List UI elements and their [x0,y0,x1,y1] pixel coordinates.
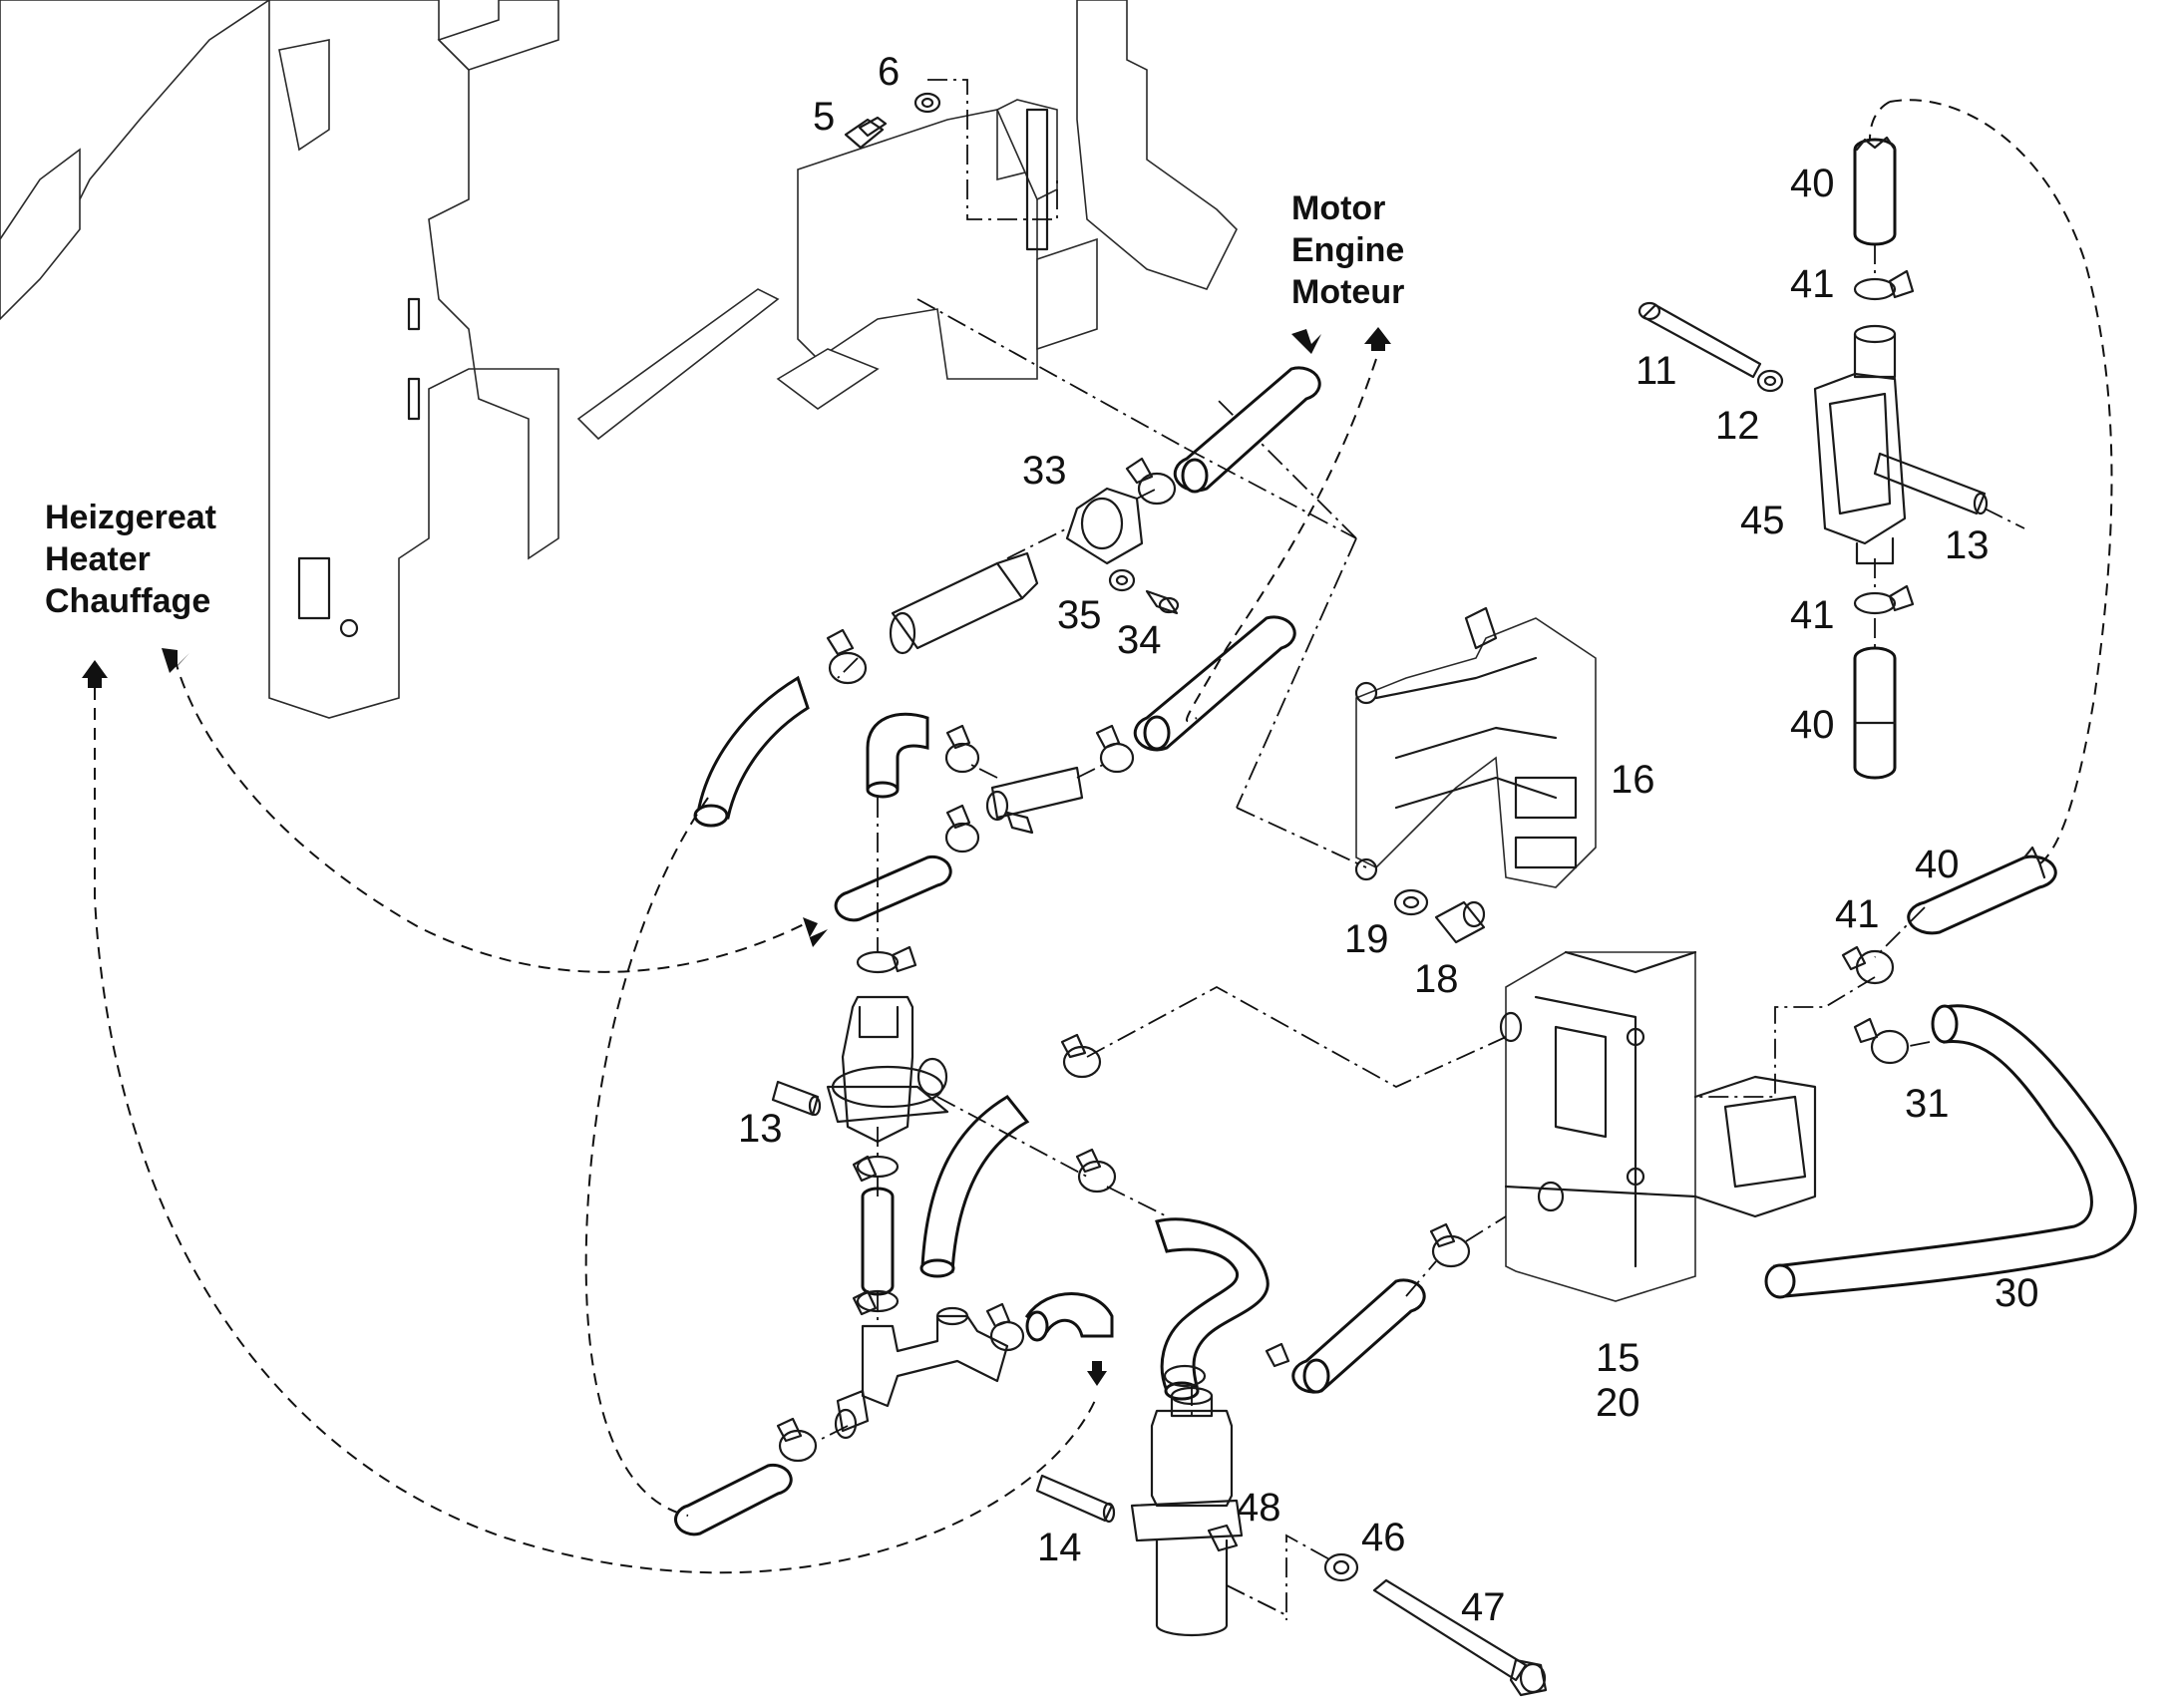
bolt-11 [1637,301,1762,379]
callout-48: 48 [1237,1486,1281,1530]
clamp-tee-right [1095,724,1135,774]
shutoff-valve-45 [1813,324,1907,565]
clamp-41-lower [1841,945,1895,985]
callout-12: 12 [1715,404,1760,448]
hose-heater-lower [1291,1278,1426,1394]
bolt-47 [1372,1578,1548,1697]
clamp-right-top [1060,1033,1102,1079]
callout-30: 30 [1995,1271,2039,1315]
clamp-lower-left [776,1417,818,1463]
hose-40-middle [1853,646,1897,780]
screw-18 [1434,900,1486,944]
stud-13-upper [1873,452,1989,515]
callout-5: 5 [813,95,835,139]
washer-46 [1323,1552,1359,1582]
engine-label: Motor Engine Moteur [1291,189,1404,311]
elbow-hose-lower [1024,1292,1114,1342]
clamp-right-mid [1075,1148,1117,1194]
arrow-from-engine [1364,327,1391,351]
callout-13-upper: 13 [1945,523,1990,567]
callout-47: 47 [1461,1585,1506,1629]
callout-46: 46 [1361,1516,1406,1559]
engine-label-fr: Moteur [1291,273,1404,311]
callout-15: 15 [1596,1336,1640,1380]
callout-11: 11 [1635,349,1677,393]
clamp-tee-left [944,724,980,774]
grommet-33 [1065,487,1144,565]
hose-heater-upper [693,675,810,828]
clamp-left-upper [826,628,868,685]
arrow-return-lower [1087,1361,1107,1386]
hose-40-upper [1853,136,1897,246]
callout-13-lower: 13 [738,1107,783,1151]
hose-lower-left [674,1464,793,1537]
callout-19: 19 [1344,917,1389,961]
clamp-engine-upper [1125,457,1177,506]
hose-upper-engine [1173,366,1321,494]
part-callouts: 5 6 33 35 34 40 41 11 12 45 13 41 40 16 … [738,50,2039,1629]
washer-6 [913,92,941,114]
heater-label: Heizgereat Heater Chauffage [45,499,216,620]
heater-label-de: Heizgereat [45,499,216,536]
washer-19 [1393,888,1429,916]
tee-connector-lower [834,1306,1009,1440]
heater-label-fr: Chauffage [45,582,210,620]
clamp-mid-left [944,804,980,854]
circulation-pump-48 [1130,1386,1244,1637]
callout-20: 20 [1596,1381,1640,1425]
elbow-hose [866,712,929,799]
hose-bend-center [919,1095,1030,1278]
washer-35 [1108,568,1136,592]
pipe-short-vertical [861,1187,895,1296]
hose-engine-lower [1133,615,1296,752]
heater-label-en: Heater [45,540,151,578]
water-heater-15-20 [1499,950,1817,1302]
valve-body-center [826,995,949,1144]
callout-33: 33 [1022,449,1067,493]
clamp-valve-bottom [852,1155,900,1183]
callout-14: 14 [1037,1526,1082,1569]
callout-34: 34 [1117,618,1162,662]
callout-41-upper: 41 [1790,262,1835,306]
engine-label-de: Motor [1291,189,1385,227]
pipe-connector-upper [889,551,1039,655]
hose-mid-short [834,855,952,922]
arrow-to-engine [1291,329,1321,354]
callout-40-lower: 40 [1915,843,1960,886]
arrow-return-center [803,917,828,947]
clamp-41-middle [1853,584,1915,615]
washer-12 [1756,369,1784,393]
stud-13-lower [771,1080,822,1117]
tee-connector-upper [985,766,1084,835]
callout-6: 6 [878,50,900,94]
arrow-from-heater [162,648,189,673]
vehicle-frame-structure [0,0,1238,719]
engine-label-en: Engine [1291,231,1404,269]
clamp-valve-top [856,945,917,974]
mounting-bracket-16 [1354,606,1597,888]
arrow-to-heater [82,660,108,688]
stud-14 [1035,1474,1116,1524]
callout-45: 45 [1740,499,1785,542]
clamp-heater-lower [1429,1222,1471,1268]
screw-34 [1145,589,1180,615]
coolant-hose-30 [1764,1004,2137,1299]
clamp-tee-lower-right [985,1302,1025,1352]
callout-41-lower: 41 [1835,892,1880,936]
clamp-pump-top [1163,1342,1290,1388]
callout-35: 35 [1057,593,1102,637]
callout-40-upper: 40 [1790,162,1835,205]
clamp-31 [1853,1017,1910,1065]
callout-41-middle: 41 [1790,593,1835,637]
screw-5 [844,116,888,150]
callout-31: 31 [1905,1082,1950,1126]
callout-18: 18 [1414,957,1459,1001]
hose-s-bend [1155,1217,1270,1401]
callout-16: 16 [1611,758,1655,802]
clamp-41-upper [1853,269,1915,301]
callout-40-middle: 40 [1790,703,1835,747]
